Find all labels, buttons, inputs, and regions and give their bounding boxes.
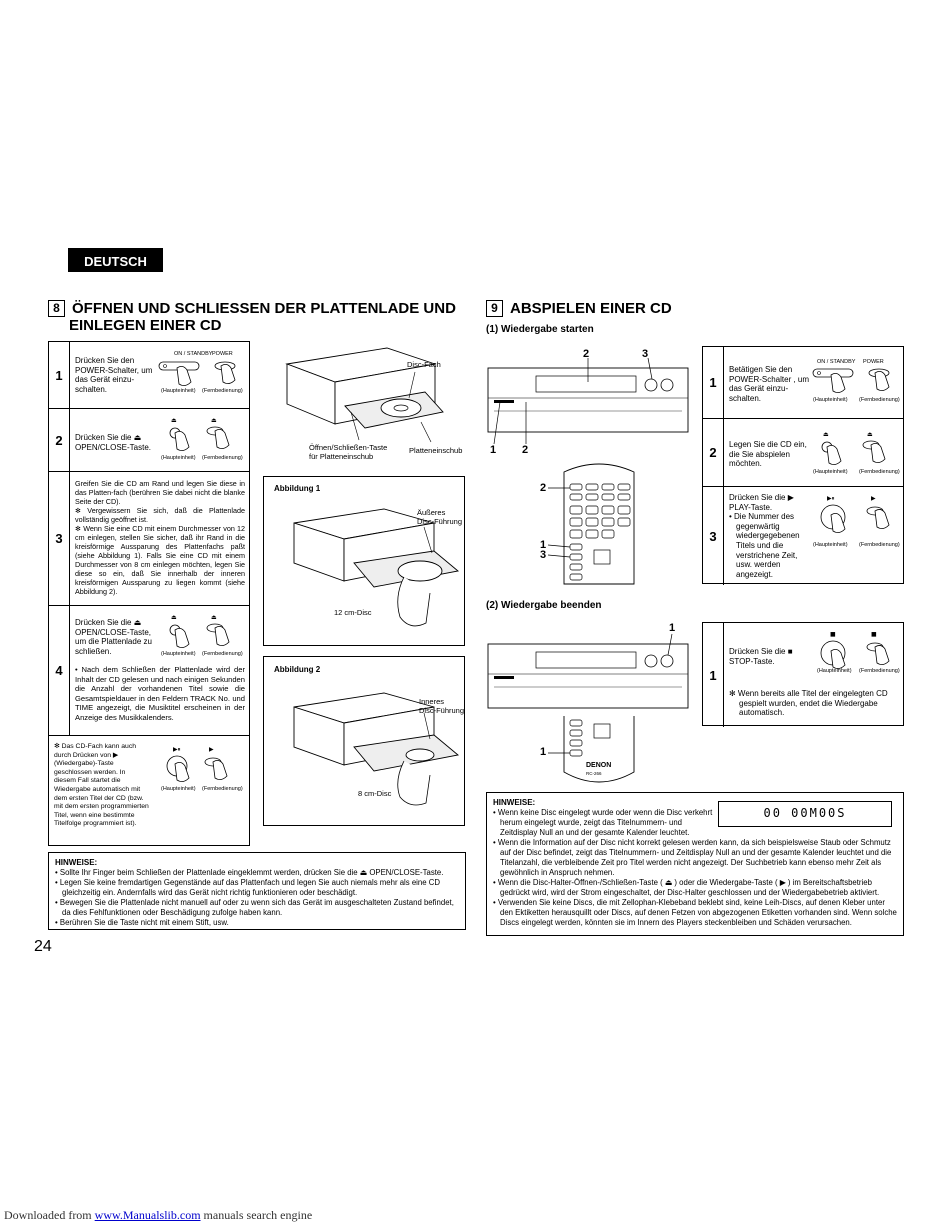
section9-step-1: 1 Betätigen Sie den POWER-Schalter , um … xyxy=(703,347,903,419)
play-button-hand-icon: ▶⏸ ▶ xyxy=(166,746,228,782)
section9-stop-step-1: 1 Drücken Sie die ■ STOP-Taste. ■ ■ (Hau… xyxy=(703,623,903,727)
svg-text:⏏: ⏏ xyxy=(867,431,873,438)
power-button-hand-icon xyxy=(158,361,236,386)
section8-step-1: 1 Drücken Sie den POWER-Schalter, um das… xyxy=(49,342,249,409)
cd-player-open-tray-figure: Disc-Fach Öffnen/Schließen-Taste für Pla… xyxy=(275,342,465,467)
svg-text:■: ■ xyxy=(871,631,877,638)
open-close-button-hand-icon: ⏏ ⏏ xyxy=(169,614,230,648)
cd-player-front-stop: 1 xyxy=(486,622,691,714)
svg-text:▶: ▶ xyxy=(209,746,214,753)
svg-text:▶: ▶ xyxy=(871,495,876,502)
section8-step-3: 3 Greifen Sie die CD am Rand und legen S… xyxy=(49,472,249,606)
section8-footnote: ✻ Das CD-Fach kann auch durch Drücken vo… xyxy=(54,743,243,828)
page-number: 24 xyxy=(34,938,52,955)
svg-text:▶⏸: ▶⏸ xyxy=(827,495,835,502)
open-close-button-hand-icon: ⏏ ⏏ xyxy=(169,417,230,451)
section9-step-3: 3 Drücken Sie die ▶ PLAY-Taste. • Die Nu… xyxy=(703,487,903,585)
figure-1: Abbildung 1 Äußeres Disc-Führung 12 cm-D… xyxy=(263,476,465,646)
section9-step-2: 2 Legen Sie die CD ein, die Sie abspiele… xyxy=(703,419,903,487)
section8-step-4: 4 Drücken Sie die ⏏ OPEN/CLOSE-Taste, um… xyxy=(49,606,249,736)
section9-stop-steps-table: 1 Drücken Sie die ■ STOP-Taste. ■ ■ (Hau… xyxy=(702,622,904,727)
section9-start-steps-table: 1 Betätigen Sie den POWER-Schalter , um … xyxy=(702,346,904,585)
figure-2: Abbildung 2 Inneres Disc-Führung 8 cm-Di… xyxy=(263,656,465,826)
svg-text:⏏: ⏏ xyxy=(823,431,829,438)
open-close-button-hand-icon: ⏏ ⏏ xyxy=(821,431,886,465)
svg-text:⏏: ⏏ xyxy=(211,614,217,621)
svg-text:⏏: ⏏ xyxy=(211,417,217,424)
play-button-hand-icon: ▶⏸ ▶ xyxy=(820,495,890,533)
power-button-hand-icon xyxy=(812,368,890,393)
svg-text:■: ■ xyxy=(830,631,836,638)
stop-button-hand-icon: ■ ■ xyxy=(820,631,890,669)
remote-control-start: 2 1 3 xyxy=(538,462,638,585)
subsection-stop-playback: (2) Wiedergabe beenden xyxy=(486,600,602,611)
download-footer: Downloaded from www.Manualslib.com manua… xyxy=(4,1208,313,1222)
section8-steps-table: 1 Drücken Sie den POWER-Schalter, um das… xyxy=(48,341,250,846)
section9-notes: HINWEISE: • Wenn keine Disc eingelegt wu… xyxy=(486,792,904,936)
svg-text:⏏: ⏏ xyxy=(171,417,177,424)
section9-number: 9 xyxy=(486,300,503,317)
subsection-start-playback: (1) Wiedergabe starten xyxy=(486,324,594,335)
section8-notes: HINWEISE: • Sollte Ihr Finger beim Schli… xyxy=(48,852,466,930)
section8-step-2: 2 Drücken Sie die ⏏ OPEN/CLOSE-Taste. ⏏ … xyxy=(49,409,249,472)
lcd-display-zero: 00 00M00S xyxy=(718,801,892,827)
section8-number: 8 xyxy=(48,300,65,317)
svg-text:▶⏸: ▶⏸ xyxy=(173,746,181,753)
language-tab: DEUTSCH xyxy=(68,248,163,272)
manualslib-link[interactable]: www.Manualslib.com xyxy=(94,1208,201,1222)
svg-text:⏏: ⏏ xyxy=(171,614,177,621)
cd-player-front-start: 2 3 1 2 xyxy=(486,348,691,458)
remote-control-stop: DENON RC-266 1 xyxy=(538,716,638,788)
